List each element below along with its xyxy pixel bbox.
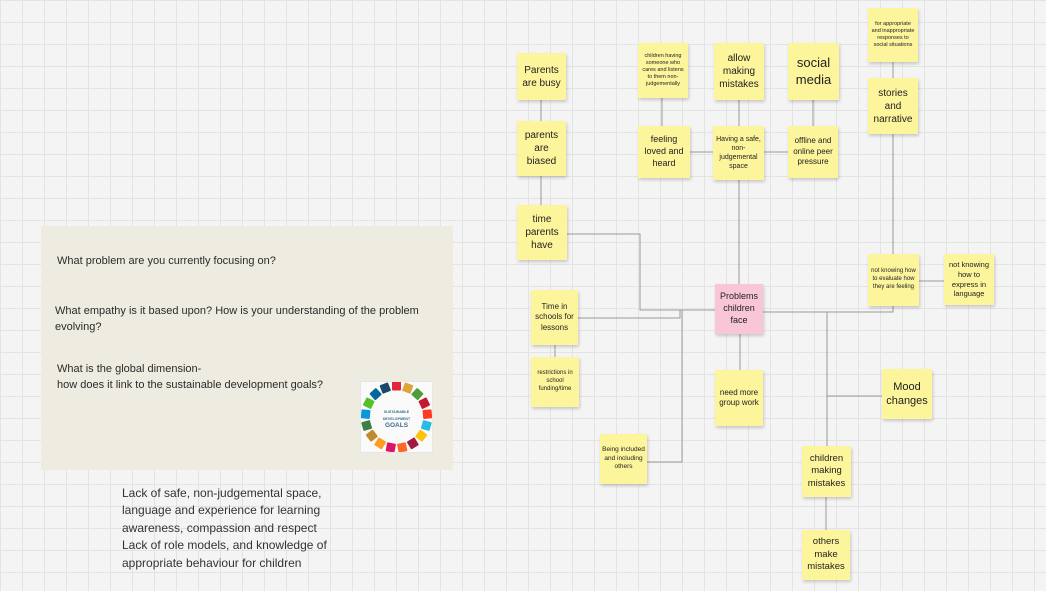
sdg-logo-text: DEVELOPMENT (383, 417, 411, 421)
connector-problem-time-parents (567, 233, 715, 311)
sticky-note-feeling-loved[interactable]: feeling loved and heard (638, 126, 690, 178)
question-global-dimension: What is the global dimension- how does i… (57, 362, 387, 394)
summary-line: awareness, compassion and respect (122, 520, 317, 535)
question-empathy: What empathy is it based upon? How is yo… (55, 305, 419, 333)
question-global-line1: What is the global dimension- (57, 363, 202, 375)
prompt-panel: What problem are you currently focusing … (41, 226, 453, 470)
sticky-note-appropriate-responses[interactable]: for appropriate and inappropriate respon… (868, 8, 918, 62)
sdg-logo-text: GOALS (385, 422, 409, 429)
connector-problem-mood (763, 311, 882, 397)
sdg-goal-tile (363, 397, 375, 409)
sdg-goal-tile (420, 420, 432, 431)
sticky-note-allow-mistakes[interactable]: allow making mistakes (714, 43, 764, 100)
sticky-note-being-included[interactable]: Being included and including others (600, 434, 647, 484)
sticky-note-parents-busy[interactable]: Parents are busy (517, 53, 566, 100)
question-global-line2: how does it link to the sustainable deve… (57, 378, 324, 391)
sdg-goal-tile (369, 388, 382, 401)
sticky-note-not-knowing-express[interactable]: not knowing how to express in language (944, 254, 994, 305)
connector-problem-included (647, 309, 715, 463)
sdg-goal-tile (418, 397, 430, 409)
sticky-note-restrictions-funding[interactable]: restrictions in school funding/time (531, 357, 579, 407)
sdg-goal-tile (392, 381, 401, 391)
sticky-note-someone-cares[interactable]: children having someone who cares and li… (638, 43, 688, 98)
sdg-goal-tile (361, 420, 373, 431)
sticky-note-not-knowing-evaluate[interactable]: not knowing how to evaluate how they are… (868, 254, 919, 306)
sdg-goal-tile (415, 429, 428, 442)
question-focus: What problem are you currently focusing … (57, 255, 276, 267)
sticky-note-peer-pressure[interactable]: offline and online peer pressure (788, 126, 838, 178)
sticky-note-need-group-work[interactable]: need more group work (715, 370, 763, 426)
summary-line: language and experience for learning (122, 503, 321, 518)
sdg-logo-text: SUSTAINABLE (384, 410, 410, 414)
sdg-goal-tile (397, 442, 408, 453)
sdg-goal-tile (379, 382, 391, 394)
sticky-note-safe-space[interactable]: Having a safe, non-judgemental space (713, 126, 764, 180)
sticky-note-children-making-mistakes[interactable]: children making mistakes (802, 446, 851, 497)
sticky-note-social-media[interactable]: social media (788, 43, 839, 100)
sticky-note-time-parents-have[interactable]: time parents have (517, 205, 567, 260)
sticky-note-parents-biased[interactable]: parents are biased (517, 121, 566, 176)
sticky-note-central-problem[interactable]: Problems children face (715, 284, 763, 334)
sticky-note-time-in-schools[interactable]: Time in schools for lessons (531, 290, 578, 345)
connector-problem-mistakes (763, 311, 828, 446)
connector-problem-schools (578, 309, 715, 319)
connector-problem-evaluate (763, 306, 894, 313)
problem-summary: Lack of safe, non-judgemental space, lan… (122, 485, 382, 572)
sticky-note-mood-changes[interactable]: Mood changes (882, 369, 932, 419)
sticky-note-others-make-mistakes[interactable]: others make mistakes (802, 530, 850, 580)
summary-line: appropriate behaviour for children (122, 555, 302, 570)
sdg-goal-tile (411, 388, 424, 401)
sdg-goal-tile (407, 437, 419, 450)
sdg-goal-tile (360, 409, 371, 419)
summary-line: Lack of role models, and knowledge of (122, 538, 327, 553)
summary-line: Lack of safe, non-judgemental space, (122, 486, 322, 500)
sdg-goal-tile (402, 382, 414, 394)
sticky-note-stories-narrative[interactable]: stories and narrative (868, 78, 918, 134)
sdg-goal-tile (422, 409, 433, 419)
sdg-goal-tile (385, 442, 396, 453)
sdg-goal-tile (365, 429, 378, 442)
sdg-goal-tile (374, 437, 386, 450)
